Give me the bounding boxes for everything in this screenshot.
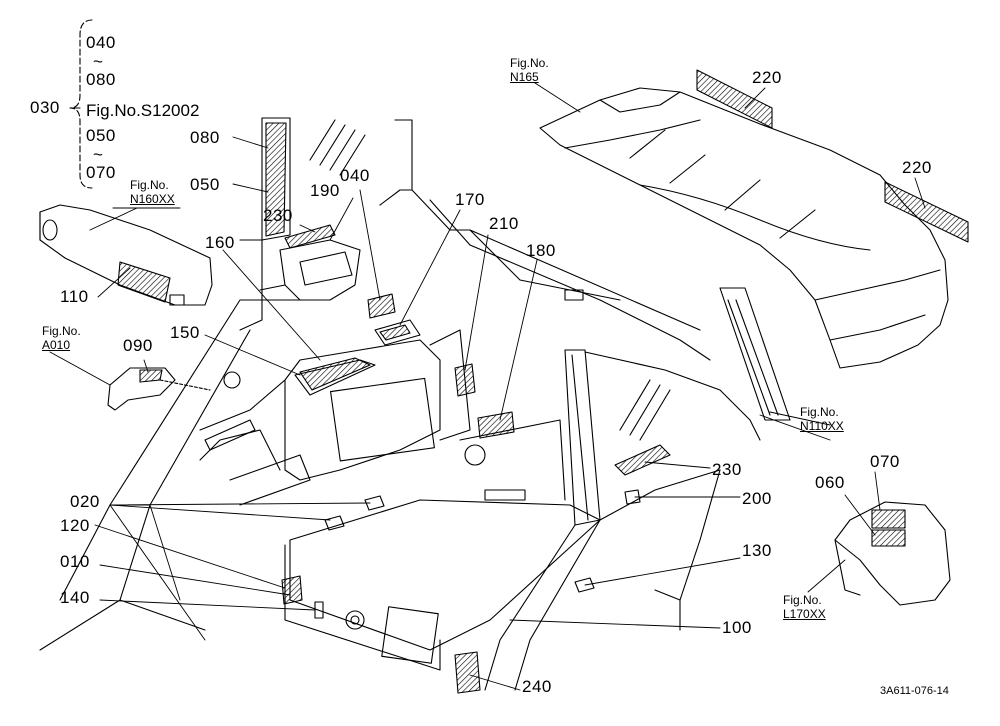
label-040: 040	[340, 166, 370, 185]
label-050-range-start: 050	[86, 126, 116, 145]
decal-220-a	[696, 69, 773, 129]
label-240: 240	[522, 677, 552, 696]
fig-ref-n110xx: Fig.No. N110XX	[800, 405, 844, 433]
label-190: 190	[310, 181, 340, 200]
label-160: 160	[205, 233, 235, 252]
label-230-top: 230	[263, 206, 293, 225]
label-080-range-end: 080	[86, 70, 116, 89]
floor	[229, 363, 671, 694]
fig-ref-a010: Fig.No. A010	[42, 324, 81, 352]
cab-frame	[39, 117, 791, 691]
label-210: 210	[489, 214, 519, 233]
label-100: 100	[722, 618, 752, 637]
range-tilde: ~	[93, 145, 104, 164]
fig-ref-n160xx: Fig.No. N160XX	[130, 178, 175, 206]
label-220-b: 220	[902, 158, 932, 177]
range-tilde: ~	[93, 52, 104, 71]
leader-lines	[49, 82, 926, 691]
label-050: 050	[190, 175, 220, 194]
label-040-range-start: 040	[86, 33, 116, 52]
label-180: 180	[526, 241, 556, 260]
label-150: 150	[170, 323, 200, 342]
sun-visor	[39, 204, 213, 306]
label-080: 080	[190, 128, 220, 147]
label-070-range-end: 070	[86, 163, 116, 182]
label-200: 200	[742, 489, 772, 508]
label-090: 090	[123, 336, 153, 355]
label-170: 170	[455, 190, 485, 209]
label-220-a: 220	[752, 68, 782, 87]
label-070: 070	[870, 452, 900, 471]
decal-220-b	[884, 181, 969, 243]
roof-panel	[539, 87, 949, 369]
label-130: 130	[742, 541, 772, 560]
label-110: 110	[60, 287, 89, 306]
label-140: 140	[60, 588, 90, 607]
fig-ref-n165: Fig.No. N165	[510, 56, 549, 84]
part-060-070	[834, 501, 951, 606]
label-060: 060	[815, 473, 845, 492]
dashboard	[199, 224, 471, 481]
label-120: 120	[60, 516, 90, 535]
fig-ref-s12002: Fig.No.S12002	[86, 101, 200, 120]
label-230-bottom: 230	[712, 460, 742, 479]
part-090	[107, 367, 241, 411]
label-010: 010	[60, 552, 90, 571]
label-030: 030	[30, 98, 60, 117]
fig-ref-l170xx: Fig.No. L170XX	[783, 593, 826, 621]
drawing-code: 3A611-076-14	[880, 685, 949, 697]
label-020: 020	[70, 492, 100, 511]
